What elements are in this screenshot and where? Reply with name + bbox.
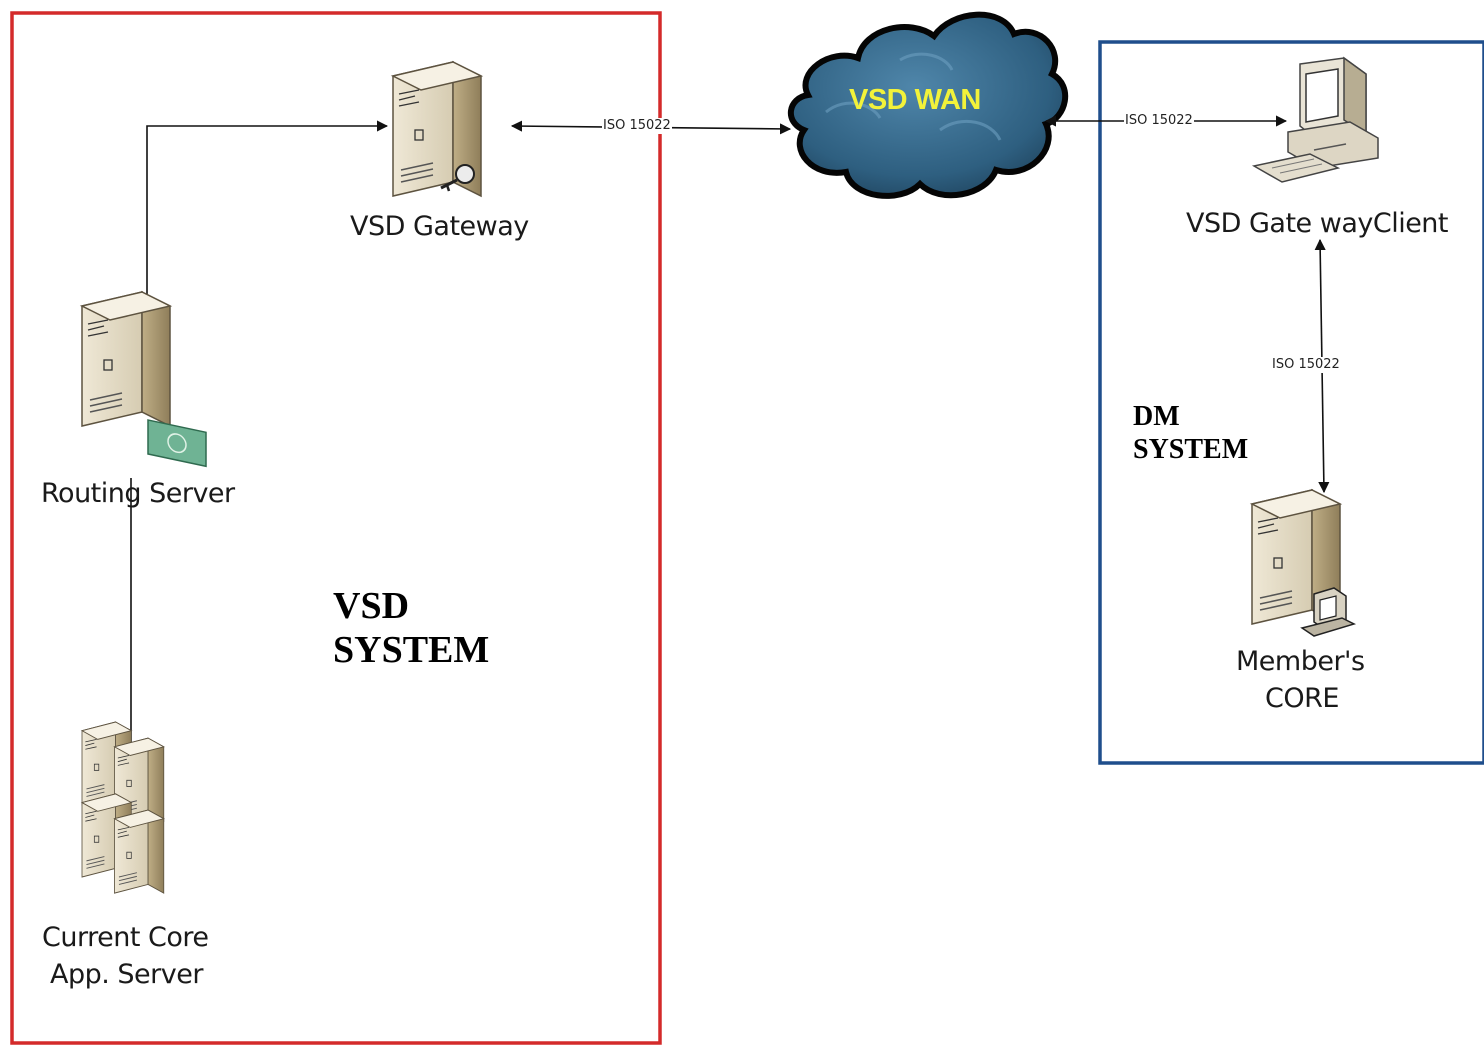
server-with-printer-icon bbox=[1251, 489, 1357, 637]
desktop-computer-icon bbox=[1251, 56, 1379, 183]
edge-label-wan-to-client: ISO 15022 bbox=[1124, 113, 1194, 129]
vsd-system-boundary bbox=[10, 11, 662, 1045]
members-core-label-line1: Member's bbox=[1236, 646, 1365, 677]
routing-server-label: Routing Server bbox=[41, 478, 235, 509]
server-with-card-icon bbox=[81, 291, 207, 468]
current-core-label-line1: Current Core bbox=[42, 922, 209, 953]
vsd-system-title: VSD SYSTEM bbox=[333, 584, 489, 673]
server-with-key-icon bbox=[392, 61, 482, 197]
edge-routing-to-gateway bbox=[141, 120, 389, 384]
gateway-client-label: VSD Gate wayClient bbox=[1186, 208, 1449, 239]
dm-system-title-line2: SYSTEM bbox=[1133, 433, 1249, 465]
vsd-system-title-line1: VSD bbox=[333, 585, 410, 627]
vsd-system-title-line2: SYSTEM bbox=[333, 629, 490, 672]
server-cluster-icon bbox=[81, 721, 165, 894]
dm-system-title-line1: DM bbox=[1133, 401, 1180, 432]
dm-system-boundary bbox=[1098, 40, 1484, 765]
vsd-gateway-label: VSD Gateway bbox=[350, 211, 529, 242]
members-core-label-line2: CORE bbox=[1265, 683, 1339, 714]
edge-label-gateway-to-wan: ISO 15022 bbox=[602, 118, 672, 134]
dm-system-title: DM SYSTEM bbox=[1133, 401, 1248, 467]
vsd-wan-label: VSD WAN bbox=[849, 84, 981, 116]
edge-label-client-to-members-core: ISO 15022 bbox=[1271, 357, 1341, 373]
current-core-label-line2: App. Server bbox=[50, 959, 203, 990]
